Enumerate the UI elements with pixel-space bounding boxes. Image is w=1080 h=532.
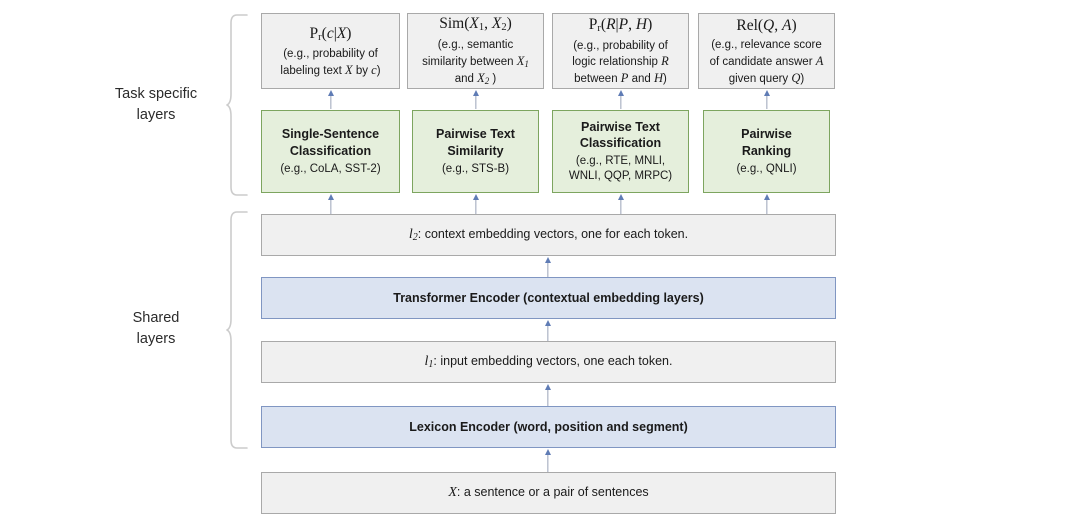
- shared-layer-input-embedding: l1: input embedding vectors, one each to…: [261, 341, 836, 383]
- shared-layer-context-embedding: l2: context embedding vectors, one for e…: [261, 214, 836, 256]
- output-formula: Pr(R|P, H): [588, 16, 653, 35]
- arrow-up-icon: [760, 194, 774, 214]
- output-formula: Pr(c|X): [309, 24, 352, 43]
- arrow-up-icon: [541, 257, 555, 277]
- group-label-task-specific: Task specific layers: [92, 84, 220, 126]
- group-label-shared-line2: layers: [136, 331, 176, 348]
- arrow-up-icon: [541, 320, 555, 341]
- group-label-task-specific-line2: layers: [136, 107, 176, 124]
- arrow-up-icon: [614, 194, 628, 214]
- brace-shared: [226, 211, 248, 449]
- group-label-shared-line1: Shared: [132, 310, 180, 326]
- shared-layer-transformer-encoder[interactable]: Transformer Encoder (contextual embeddin…: [261, 277, 836, 319]
- output-formula: Sim(X1, X2): [439, 15, 512, 34]
- task-layer-examples: (e.g., STS-B): [441, 162, 510, 175]
- output-formula: Rel(Q, A): [736, 16, 797, 34]
- arrow-up-icon: [469, 194, 483, 214]
- arrow-up-icon: [324, 194, 338, 214]
- arrow-up-icon: [469, 90, 483, 109]
- arrow-up-icon: [541, 449, 555, 472]
- group-label-shared: Shared layers: [92, 308, 220, 350]
- shared-layer-label: l1: input embedding vectors, one each to…: [424, 353, 673, 370]
- arrow-up-icon: [760, 90, 774, 109]
- input-layer-label: X: a sentence or a pair of sentences: [448, 485, 649, 501]
- shared-layer-label: Lexicon Encoder (word, position and segm…: [409, 420, 688, 434]
- group-label-task-specific-line1: Task specific: [114, 86, 198, 102]
- input-layer-sentence: X: a sentence or a pair of sentences: [261, 472, 836, 514]
- task-layer-examples: (e.g., CoLA, SST-2): [280, 162, 381, 175]
- arrow-up-icon: [541, 384, 555, 406]
- shared-layer-label: Transformer Encoder (contextual embeddin…: [393, 291, 704, 305]
- brace-task-specific: [226, 14, 248, 196]
- arrow-up-icon: [324, 90, 338, 109]
- arrow-up-icon: [614, 90, 628, 109]
- task-layer-examples: (e.g., QNLI): [736, 162, 797, 175]
- shared-layer-label: l2: context embedding vectors, one for e…: [408, 226, 689, 243]
- task-layer-examples: (e.g., RTE, MNLI,WNLI, QQP, MRPC): [568, 155, 673, 183]
- shared-layer-lexicon-encoder[interactable]: Lexicon Encoder (word, position and segm…: [261, 406, 836, 448]
